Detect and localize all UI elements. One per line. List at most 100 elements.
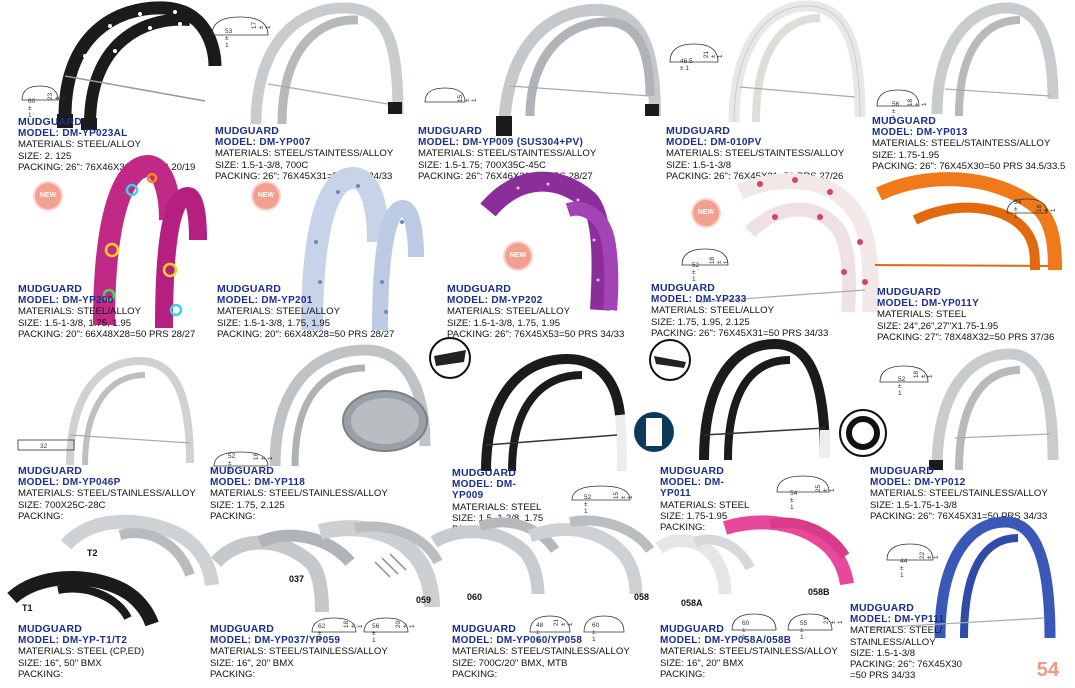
spec-line: MATERIALS: STEEL/ALLOY (651, 305, 774, 317)
cross-section-diagram (1006, 198, 1048, 214)
spec-block: MUDGUARD MODEL: DM-010PV MATERIALS: STEE… (666, 125, 844, 182)
product-model: MODEL: DM-YP009 (SUS304+PV) (418, 137, 584, 149)
dimension-label: 52 ± 1 (228, 453, 236, 474)
dimension-label: 44 ± 1 (900, 558, 908, 579)
cross-section-diagram (211, 16, 269, 36)
spec-line: PACKING: 26": 76X45X31=50 PRS 34/33 (215, 170, 393, 182)
product-model: MODEL: DM-YP200 (18, 295, 114, 307)
variant-tag: 058B (808, 587, 830, 597)
product-model: MODEL: DM-YP011 (660, 477, 725, 500)
dimension-label: 56 ± 1 (372, 623, 380, 644)
spec-line: MATERIALS: STEEL/ (850, 625, 943, 637)
spec-line: SIZE: 1.75, 1.95, 2.125 (651, 316, 750, 328)
product-model: MODEL: DM-YP013 (872, 127, 968, 139)
product-model: MODEL: DM-YP118 (210, 477, 306, 489)
dimension-label: 15 ± 1 (613, 491, 635, 500)
dimension-label: 54 ± 1 (790, 490, 798, 511)
dimension-label: 52 ± 1 (584, 494, 592, 515)
spec-line: STAINLESS/ALLOY (850, 636, 936, 648)
spec-line: PACKING: 26": 76X45X31=50 PRS 34/33 (651, 327, 829, 339)
spec-line: PACKING: 26": 76X45X30=50 PRS 34.5/33.5 (872, 160, 1066, 172)
dimension-label: 16 ± 1 (253, 452, 275, 461)
dimension-label: 62 ± 1 (318, 623, 326, 644)
dimension-label: 18 ± 1 (907, 98, 929, 107)
spec-line: PACKING: 26": 76X46X30=50PRS 28/27 (418, 170, 593, 182)
spec-line: MATERIALS: STEEL (660, 499, 750, 511)
dimension-label: 23 ± 1 (47, 92, 69, 101)
spec-line: MATERIALS: STEEL/STAINLESS/ALLOY (18, 488, 196, 500)
new-badge: NEW (35, 183, 61, 209)
product-title: MUDGUARD (452, 623, 517, 635)
product-title: MUDGUARD (18, 465, 83, 477)
spec-line: PACKING: (210, 510, 256, 522)
spec-line: SIZE: 1.75, 2.125 (210, 499, 285, 511)
spec-block: MUDGUARD MODEL: DM-YP202 MATERIALS: STEE… (447, 283, 624, 340)
mudguard-silver-image (929, 348, 1059, 471)
spec-line: SIZE: 1.5-1-3/8, 700C (215, 159, 309, 171)
spec-line: PACKING: (660, 668, 706, 680)
product-title: MUDGUARD (660, 623, 725, 635)
spec-line: MATERIALS: STEEL/STAINLESS/ALLOY (660, 646, 838, 658)
product-title: MUDGUARD (666, 125, 731, 137)
product-model: MODEL: DM-YP058A/058B (660, 635, 792, 647)
spec-line: PACKING: (660, 522, 706, 534)
product-title: MUDGUARD (660, 465, 725, 477)
spec-line: MATERIALS: STEEL/ALLOY (18, 139, 141, 151)
variant-tag: 058A (681, 598, 703, 608)
spec-block: MUDGUARD MODEL: DM-YP118 MATERIALS: STEE… (210, 465, 388, 522)
mudguard-bmx-chrome-image (210, 520, 443, 613)
spec-line: SIZE: 1.5-1-3/8, 1.75, 1.95 (447, 317, 561, 329)
product-model: MODEL: DM-YP201 (217, 295, 313, 307)
dimension-label: 25 ± 1 (815, 484, 837, 493)
product-title: MUDGUARD (870, 465, 935, 477)
product-title: MUDGUARD (18, 623, 83, 635)
spec-line: SIZE: 1.5-1-3/8 (666, 159, 732, 171)
spec-block: MUDGUARD MODEL: DM-YP-T1/T2 MATERIALS: S… (18, 623, 145, 680)
mudguard-silver-image (931, 2, 1059, 117)
spec-line: SIZE: 2. 125 (18, 150, 72, 162)
spec-line: MATERIALS: STEEL (877, 309, 967, 321)
product-model: MODEL: DM-YP009 (452, 479, 517, 502)
spec-line: PACKING: (210, 668, 256, 680)
flat-section-diagram (17, 439, 75, 451)
spec-line: SIZE: 1.75-1.95 (660, 510, 728, 522)
spec-block: MUDGUARD MODEL: DM-YP013 MATERIALS: STEE… (872, 115, 1066, 172)
variant-tag: 060 (467, 592, 483, 602)
dimension-label: 53 ± 1 (225, 28, 233, 49)
mudguard-floral-blue-image (301, 166, 424, 331)
spec-line: SIZE: 16", 20" BMX (660, 657, 744, 669)
spec-line: PACKING: (18, 668, 64, 680)
spec-line: MATERIALS: STEEL/STAINTESS/ALLOY (418, 148, 597, 160)
detail-thumbnail (429, 337, 471, 379)
dimension-label: 17 ± 1 (251, 21, 273, 30)
spec-line: MATERIALS: STEEL/STAINTESS/ALLOY (215, 148, 394, 160)
mudguard-chrome-image (430, 515, 655, 595)
product-model: MODEL: DM-YP111 (850, 614, 945, 626)
cross-section-diagram (776, 475, 830, 493)
variant-tag: 059 (416, 595, 432, 605)
product-title: MUDGUARD (18, 116, 83, 128)
spec-block: MUDGUARD MODEL: DM-YP058A/058B MATERIALS… (660, 623, 838, 680)
spec-line: PACKING: 26": 76X45X30 (850, 659, 963, 671)
product-title: MUDGUARD (850, 602, 915, 614)
dimension-label: 18 ± 1 (709, 256, 731, 265)
variant-tag: 058 (634, 592, 650, 602)
spec-block: MUDGUARD MODEL: DM-YP201 MATERIALS: STEE… (217, 283, 394, 340)
detail-thumbnail (649, 339, 691, 381)
product-title: MUDGUARD (217, 283, 282, 295)
spec-line: MATERIALS: STEEL/STAINLESS/ALLOY (870, 488, 1048, 500)
spec-line: SIZE: 1.5-1.75; 700X35C-45C (418, 159, 546, 171)
spec-line: SIZE: 16", 50" BMX (18, 657, 102, 669)
spec-line: SIZE: 1.5-1-3/8, 1.75, 1.95 (18, 317, 132, 329)
product-model: MODEL: DM-010PV (666, 137, 762, 149)
spec-line: PACKING: 26": 76X45X31=50 PRS 27/26 (666, 170, 844, 182)
detail-thumbnail (634, 412, 674, 452)
product-model: MODEL: DM-YP011Y (877, 298, 980, 310)
spec-line: MATERIALS: STEEL (CP,ED) (18, 646, 145, 658)
dimension-label: 55 ± 1 (800, 620, 808, 641)
spec-line: MATERIALS: STEEL/ALLOY (447, 306, 570, 318)
mudguard-orange-image (874, 172, 1062, 271)
product-title: MUDGUARD (452, 467, 517, 479)
cross-section-diagram (876, 89, 920, 107)
product-title: MUDGUARD (18, 283, 83, 295)
